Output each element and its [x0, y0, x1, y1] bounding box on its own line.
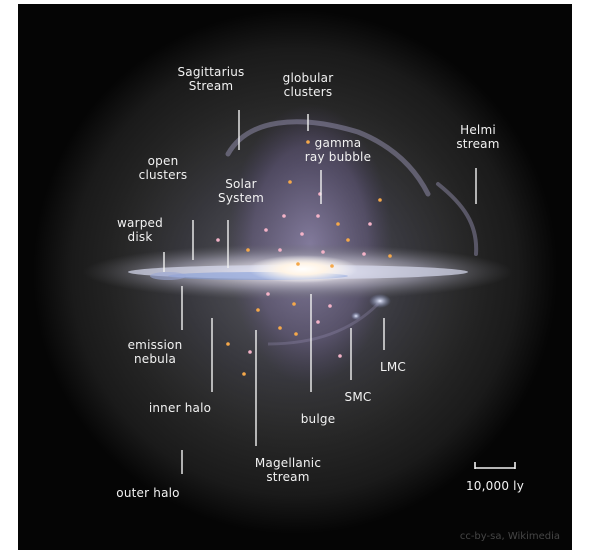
- cluster-star: [368, 222, 372, 226]
- label-smc: SMC: [344, 390, 372, 404]
- cluster-star: [321, 250, 325, 254]
- gamma-ray-bubble-shape: [228, 104, 392, 384]
- label-magellanic-stream: Magellanic stream: [254, 456, 322, 484]
- cluster-star: [378, 198, 382, 202]
- cluster-star: [282, 214, 286, 218]
- cluster-star: [242, 372, 246, 376]
- cluster-star: [292, 302, 296, 306]
- cluster-star: [216, 238, 220, 242]
- cluster-star: [288, 180, 292, 184]
- cluster-star: [266, 292, 270, 296]
- label-scale: 10,000 ly: [465, 479, 525, 493]
- cluster-star: [256, 308, 260, 312]
- cluster-star: [316, 320, 320, 324]
- cluster-star: [296, 262, 300, 266]
- label-solar-system: Solar System: [218, 177, 264, 205]
- cluster-star: [388, 254, 392, 258]
- label-gamma-ray-bubble: gamma ray bubble: [304, 136, 372, 164]
- cluster-star: [246, 248, 250, 252]
- cluster-star: [264, 228, 268, 232]
- cluster-star: [338, 354, 342, 358]
- label-lmc: LMC: [379, 360, 407, 374]
- label-globular-clusters: globular clusters: [282, 71, 334, 99]
- bulge-core: [248, 255, 358, 283]
- warped-disk-edge: [150, 272, 186, 280]
- label-sagittarius-stream: Sagittarius Stream: [177, 65, 245, 93]
- label-warped-disk: warped disk: [117, 216, 163, 244]
- label-outer-halo: outer halo: [116, 486, 180, 500]
- sagittarius-stream-arc: [225, 119, 431, 197]
- cluster-star: [336, 222, 340, 226]
- smc-shape: [351, 312, 361, 320]
- globular-cluster-stars: [216, 140, 392, 376]
- galaxy-graphic: [33, 10, 557, 534]
- cluster-star: [362, 252, 366, 256]
- label-open-clusters: open clusters: [138, 154, 188, 182]
- helmi-stream-arc: [436, 182, 479, 256]
- label-bulge: bulge: [300, 412, 336, 426]
- cluster-star: [226, 342, 230, 346]
- cluster-star: [294, 332, 298, 336]
- milky-way-illustration: Sagittarius Stream globular clusters gam…: [18, 4, 572, 550]
- cluster-star: [248, 350, 252, 354]
- cluster-star: [330, 264, 334, 268]
- magellanic-stream-trail: [267, 302, 380, 346]
- cluster-star: [278, 248, 282, 252]
- cluster-star: [306, 140, 310, 144]
- cluster-star: [328, 304, 332, 308]
- label-inner-halo: inner halo: [148, 401, 212, 415]
- cluster-star: [278, 326, 282, 330]
- cluster-star: [346, 238, 350, 242]
- cluster-star: [316, 214, 320, 218]
- pointer-lines: [163, 110, 477, 474]
- cluster-star: [300, 232, 304, 236]
- credit-watermark: cc-by-sa, Wikimedia: [459, 531, 560, 542]
- label-emission-nebula: emission nebula: [127, 338, 183, 366]
- scale-bar: [474, 462, 516, 469]
- label-helmi-stream: Helmi stream: [456, 123, 500, 151]
- lmc-shape: [369, 294, 391, 308]
